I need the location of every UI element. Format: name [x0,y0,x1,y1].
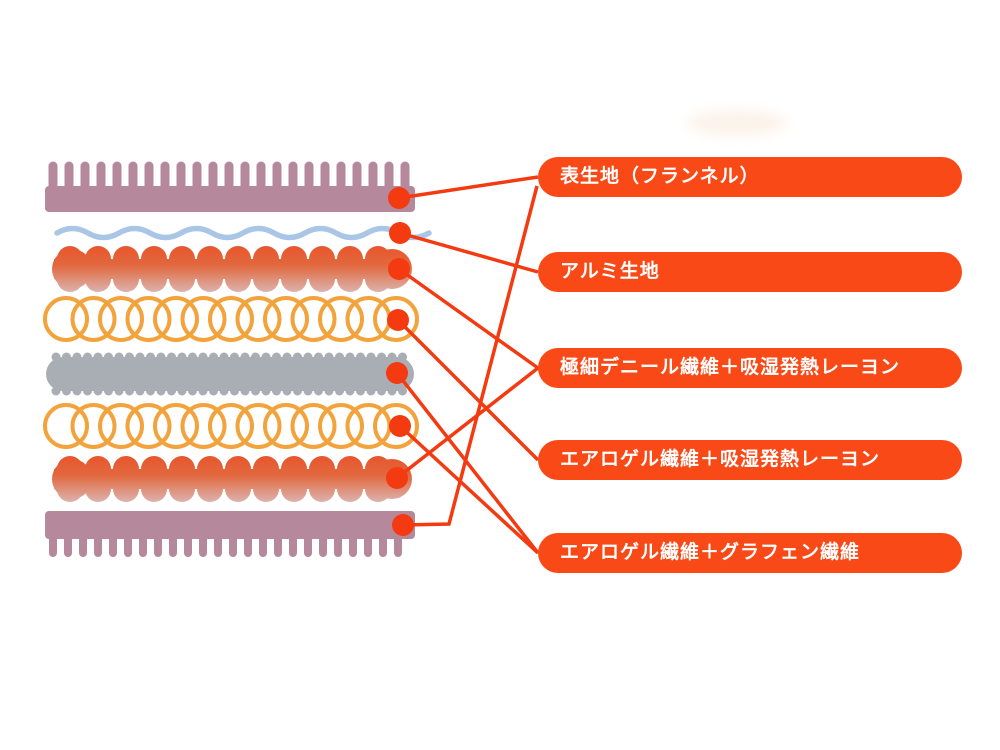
connector-dot-aluminum-wave [389,222,411,244]
connector-line-graphene-core [395,371,540,555]
connector-line-heat-rayon-upper [397,267,540,370]
label-aerogel-graphene: エアロゲル繊維＋グラフェン繊維 [538,533,962,573]
connector-line-flannel-top [398,175,539,200]
label-surface-fabric: 表生地（フランネル） [538,157,962,197]
connector-line-aerogel-upper [396,318,540,462]
connector-dot-graphene-core [386,362,408,384]
label-aluminum-fabric: アルミ生地 [538,252,962,292]
layer-flannel-bottom [45,511,415,557]
layer-heat-rayon-upper [52,246,412,292]
layer-aerogel-upper [43,296,419,342]
connector-dot-aerogel-upper [387,309,409,331]
connector-dot-heat-rayon-lower [386,467,408,489]
label-denier-rayon: 極細デニール繊維＋吸湿発熱レーヨン [538,348,962,388]
connector-dot-heat-rayon-upper [388,258,410,280]
label-aerogel-rayon: エアロゲル繊維＋吸湿発熱レーヨン [538,440,962,480]
layer-aluminum-wave [54,225,432,241]
connector-line-flannel-bottom [402,185,539,527]
layer-heat-rayon-lower [52,456,412,502]
background-smudge [687,110,787,136]
connector-dot-aerogel-lower [389,415,411,437]
connector-dot-flannel-bottom [392,514,414,536]
layer-aerogel-lower [43,403,419,449]
connector-line-heat-rayon-lower [395,366,540,480]
layer-flannel-top [45,161,415,212]
layer-graphene-core [46,352,414,396]
connector-dot-flannel-top [388,187,410,209]
connector-line-aerogel-lower [398,424,540,555]
